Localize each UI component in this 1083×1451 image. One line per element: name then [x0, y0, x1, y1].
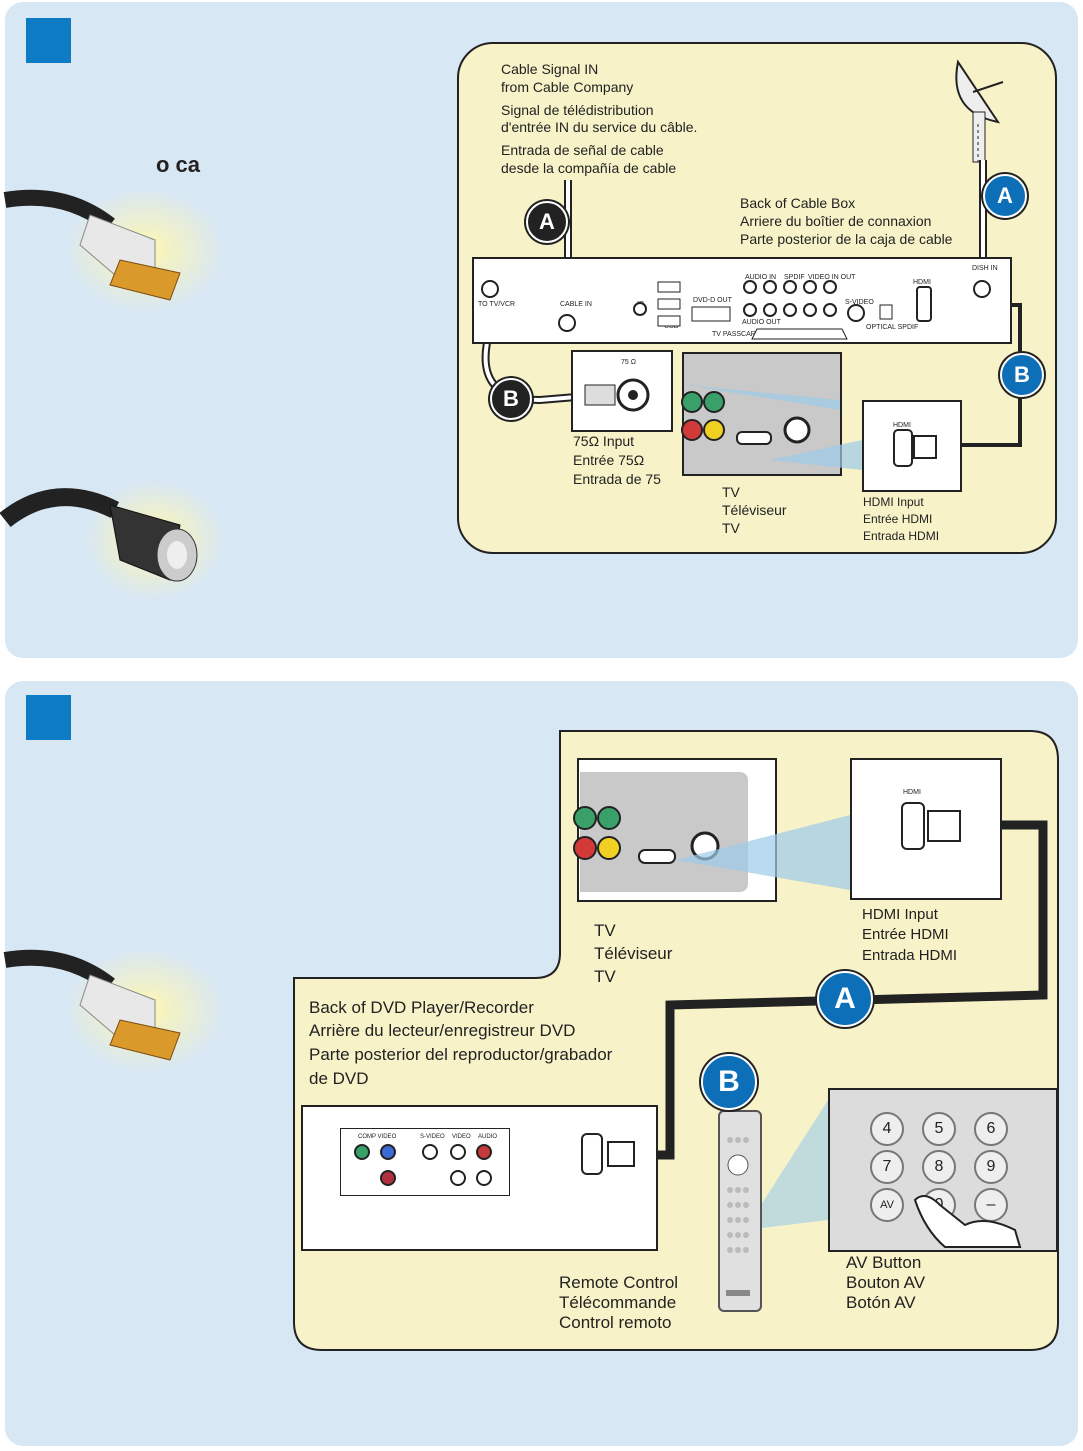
key-7: 7 [870, 1150, 904, 1184]
label-spdif: SPDIF [784, 274, 805, 281]
hdmi-input-line-3: Entrada HDMI [863, 529, 940, 543]
label-hdmi-zoom-2: HDMI [903, 789, 921, 796]
badge-a-cable: A [526, 201, 568, 243]
remote-line-2: Télécommande [559, 1293, 677, 1312]
tv-line-1: TV [722, 484, 740, 500]
dvd-jacks [354, 1144, 492, 1186]
label-to-tv: TO TV/VCR [478, 301, 516, 308]
label-svideo: S-VIDEO [845, 299, 874, 306]
label-audio-out: AUDIO OUT [742, 319, 781, 326]
key-8: 8 [922, 1150, 956, 1184]
badge-a-dish: A [983, 174, 1027, 218]
hdmi2-line-2: Entrée HDMI [862, 926, 949, 943]
hdmi-cable-icon [3, 188, 225, 312]
partial-heading: o ca [156, 152, 201, 177]
key-5: 5 [922, 1112, 956, 1146]
dvd-back-line-4: de DVD [309, 1069, 369, 1088]
step-marker-2 [26, 695, 71, 740]
cable-box-line-2: Arriere du boîtier de connaxion [740, 213, 932, 229]
cable-signal-line-5: Entrada de señal de cable [501, 142, 664, 158]
label-comp-video: COMP VIDEO [358, 1134, 397, 1140]
remote-line-3: Control remoto [559, 1313, 672, 1332]
tv-line-3: TV [722, 520, 740, 536]
label-dvd-audio: AUDIO [478, 1134, 498, 1140]
tv-line-2: Téléviseur [722, 502, 787, 518]
key-4: 4 [870, 1112, 904, 1146]
dvd-back-line-3: Parte posterior del reproductor/grabador [309, 1045, 613, 1064]
cable-signal-line-3: Signal de télédistribution [501, 102, 654, 118]
hdmi2-line-1: HDMI Input [862, 906, 938, 923]
label-dish-in: DISH IN [972, 265, 998, 272]
cable-signal-line-2: from Cable Company [501, 79, 634, 95]
cable-signal-line-4: d'entrée IN du service du câble. [501, 119, 698, 135]
key-6: 6 [974, 1112, 1008, 1146]
cable-box-line-1: Back of Cable Box [740, 195, 856, 211]
coax-jack-icon [584, 378, 650, 412]
label-video-in-out: VIDEO IN OUT [808, 274, 856, 281]
label-75ohm: 75 Ω [621, 359, 636, 366]
av-button-line-3: Botón AV [846, 1293, 916, 1312]
zoom-hdmi-2 [850, 758, 1002, 900]
tv2-line-3: TV [594, 967, 616, 986]
tv2-line-1: TV [594, 921, 616, 940]
label-dvd-video: VIDEO [452, 1134, 471, 1140]
cable-box-line-3: Parte posterior de la caja de cable [740, 231, 953, 247]
key-dash: – [974, 1188, 1008, 1222]
step-marker-1 [26, 18, 71, 63]
cable-signal-line-1: Cable Signal IN [501, 61, 599, 77]
label-tv-passcard: TV PASSCARD [712, 331, 761, 338]
remote-control [718, 1110, 762, 1312]
badge-a-hdmi-2: A [817, 971, 873, 1027]
remote-line-1: Remote Control [559, 1273, 679, 1292]
label-audio-in: AUDIO IN [745, 274, 777, 281]
label-hdmi-box: HDMI [913, 279, 931, 286]
tv-jacks-panel-2 [573, 806, 720, 864]
label-dvd-svideo: S-VIDEO [420, 1134, 445, 1140]
hdmi2-line-3: Entrada HDMI [862, 947, 958, 964]
satellite-dish-icon [955, 59, 1004, 163]
av-button-line-1: AV Button [846, 1253, 922, 1272]
hdmi-jack-icon-2 [901, 802, 961, 850]
tv2-line-2: Téléviseur [594, 944, 673, 963]
label-optical: OPTICAL SPDIF [866, 324, 919, 331]
label-dvd-out: DVD-D OUT [693, 297, 732, 304]
badge-b-hdmi: B [1000, 353, 1044, 397]
dvd-back-line-2: Arrière du lecteur/enregistreur DVD [309, 1021, 576, 1040]
dvd-back-line-1: Back of DVD Player/Recorder [309, 998, 534, 1017]
key-av: AV [870, 1188, 904, 1222]
hdmi-input-line-1: HDMI Input [863, 495, 924, 509]
hdmi-jack-icon [893, 429, 937, 467]
coax-cable-icon [0, 480, 225, 600]
badge-b-remote: B [701, 1054, 757, 1110]
hand-pressing-icon [913, 1195, 1022, 1248]
av-button-line-2: Bouton AV [846, 1273, 926, 1292]
input75-line-2: Entrée 75Ω [573, 452, 645, 468]
remote-buttons [726, 1137, 750, 1296]
dvd-hdmi-jack [581, 1133, 635, 1175]
tv-jacks-panel-1 [681, 391, 811, 445]
label-cable-in: CABLE IN [560, 301, 592, 308]
input75-line-3: Entrada de 75 [573, 471, 661, 487]
badge-b-coax: B [490, 378, 532, 420]
cable-signal-line-6: desde la compañía de cable [501, 160, 677, 176]
hdmi-input-line-2: Entrée HDMI [863, 512, 933, 526]
key-9: 9 [974, 1150, 1008, 1184]
tv-back-inner-2 [580, 772, 748, 892]
cable-box-jacks [481, 280, 991, 340]
label-hdmi-zoom: HDMI [893, 422, 911, 429]
input75-line-1: 75Ω Input [573, 433, 635, 449]
hdmi-cable-icon-2 [3, 948, 225, 1072]
